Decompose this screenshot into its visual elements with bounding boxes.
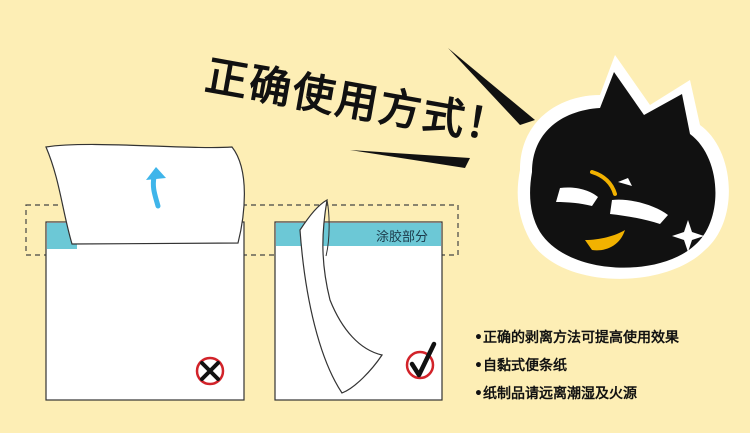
tip-item: •纸制品请远离潮湿及火源 (474, 386, 637, 402)
tips-list: •正确的剥离方法可提高使用效果 •自黏式便条纸 •纸制品请远离潮湿及火源 (474, 327, 679, 411)
x-circle-icon (195, 356, 225, 386)
title-speed-lines (350, 48, 535, 168)
check-circle-icon (405, 341, 437, 380)
left-note (45, 143, 245, 401)
tip-item: •自黏式便条纸 (474, 358, 567, 374)
peel-up-arrow-icon (146, 167, 166, 209)
right-note (274, 198, 443, 401)
tip-item: •正确的剥离方法可提高使用效果 (474, 330, 679, 346)
black-cat-mascot-icon (517, 55, 729, 279)
glue-area-label: 涂胶部分 (376, 230, 429, 245)
left-peeled-sheet (45, 143, 245, 245)
